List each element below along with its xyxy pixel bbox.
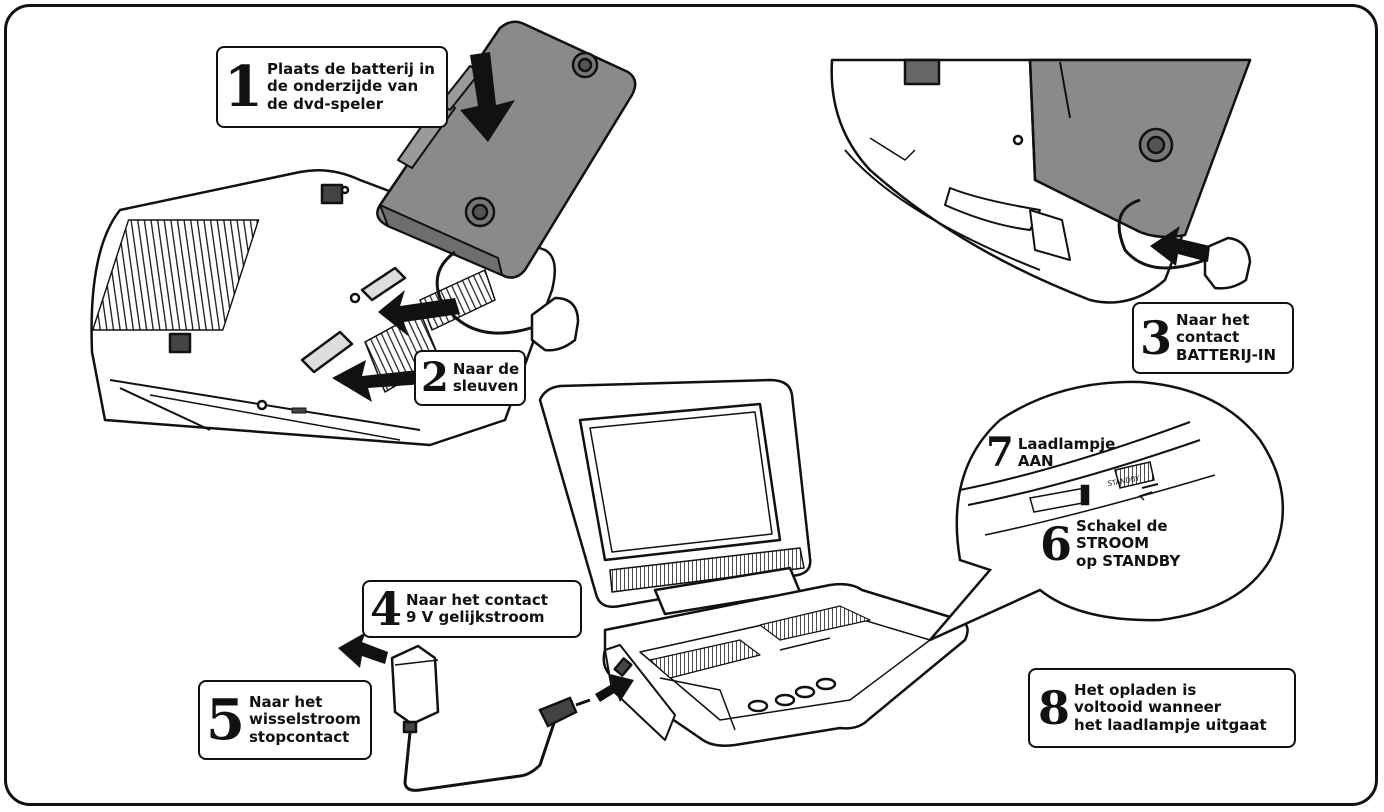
step-4-line-1: Naar het contact — [406, 590, 548, 609]
battery-cable-right — [1117, 198, 1206, 270]
step-6-line-1: Schakel de — [1076, 517, 1168, 536]
step-3-line-3: BATTERIJ-IN — [1176, 345, 1277, 364]
battery-pack — [376, 20, 637, 279]
dc-cable — [403, 719, 557, 792]
zoom-bubble — [929, 380, 1285, 642]
step-1-line-3: de dvd-speler — [266, 94, 384, 113]
step-7-line-2: AAN — [1017, 452, 1054, 470]
step-4-callout: 4 Naar het contact 9 V gelijkstroom — [362, 580, 582, 638]
step-5-line-2: wisselstroom — [248, 710, 361, 729]
step-6-number: 6 — [1040, 517, 1073, 571]
step-4-line-2: 9 V gelijkstroom — [406, 608, 545, 626]
step-4-number: 4 — [370, 582, 403, 636]
step-1-line-1: Plaats de batterij in — [266, 60, 435, 79]
arrow-batterij-in-icon — [1150, 226, 1210, 266]
step-6-callout: 6 Schakel de STROOM op STANDBY — [1040, 508, 1220, 580]
dvd-player — [538, 378, 969, 747]
step-8-line-3: het laadlampje uitgaat — [1074, 715, 1267, 734]
step-2-line-1: Naar de — [452, 359, 520, 378]
step-3-number: 3 — [1140, 311, 1173, 365]
step-7-line-1: Laadlampje — [1017, 434, 1116, 453]
battery-plug-left — [530, 296, 580, 352]
step-6-line-3: op STANDBY — [1076, 551, 1181, 570]
ac-adapter — [390, 644, 440, 734]
step-5-line-3: stopcontact — [248, 727, 350, 746]
arrow-dc-in-icon — [595, 674, 634, 702]
dc-plug — [538, 696, 591, 728]
arrow-outlet-icon — [338, 632, 388, 668]
step-8-line-1: Het opladen is — [1074, 681, 1197, 700]
step-1-callout: 1 Plaats de batterij in de onderzijde va… — [216, 46, 448, 128]
step-8-number: 8 — [1038, 681, 1071, 735]
step-5-number: 5 — [206, 687, 245, 753]
step-3-line-2: contact — [1176, 328, 1240, 347]
step-2-callout: 2 Naar de sleuven — [414, 350, 526, 406]
step-8-line-2: voltooid wanneer — [1074, 698, 1222, 717]
step-1-number: 1 — [224, 54, 263, 120]
step-6-line-2: STROOM — [1076, 534, 1150, 553]
step-3-line-1: Naar het — [1176, 311, 1250, 330]
battery-plug-right — [1203, 236, 1252, 290]
step-3-callout: 3 Naar het contact BATTERIJ-IN — [1132, 302, 1294, 374]
arrow-slot-icon — [332, 290, 460, 402]
step-2-line-2: sleuven — [452, 377, 519, 395]
step-5-line-1: Naar het — [248, 693, 323, 712]
player-underside-right — [830, 58, 1252, 304]
step-7-number: 7 — [986, 429, 1014, 476]
step-5-callout: 5 Naar het wisselstroom stopcontact — [198, 680, 372, 760]
step-2-number: 2 — [421, 354, 449, 401]
step-1-line-2: de onderzijde van — [266, 77, 419, 96]
step-7-callout: 7 Laadlampje AAN — [986, 428, 1116, 478]
arrow-down-icon — [460, 52, 515, 142]
step-8-callout: 8 Het opladen is voltooid wanneer het la… — [1028, 668, 1296, 748]
